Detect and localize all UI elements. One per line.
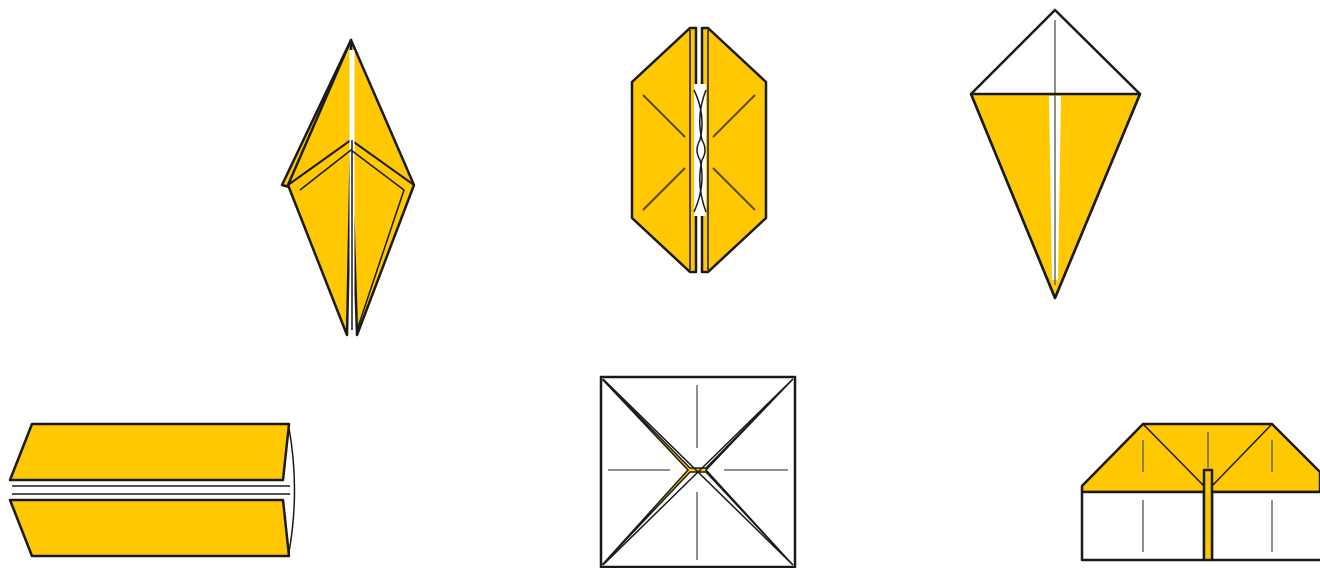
rectangle-back-strip xyxy=(28,486,290,500)
hexagon-right-panel xyxy=(702,28,766,272)
diamond-right-half xyxy=(351,40,414,335)
rectangle-top-panel xyxy=(10,424,289,480)
origami-diamond-figure xyxy=(282,40,414,335)
origami-rectangle-figure xyxy=(10,424,295,556)
origami-hexagon-figure xyxy=(632,28,766,272)
origami-square-figure xyxy=(601,377,795,567)
house-roof xyxy=(1082,424,1320,492)
house-center-strip xyxy=(1204,470,1212,560)
house-right-wall xyxy=(1212,492,1320,560)
hexagon-left-panel xyxy=(632,28,696,272)
rectangle-bottom-panel xyxy=(10,500,289,556)
diamond-left-half xyxy=(288,40,351,335)
origami-house-figure xyxy=(1082,424,1320,560)
origami-kite-figure xyxy=(971,10,1140,298)
